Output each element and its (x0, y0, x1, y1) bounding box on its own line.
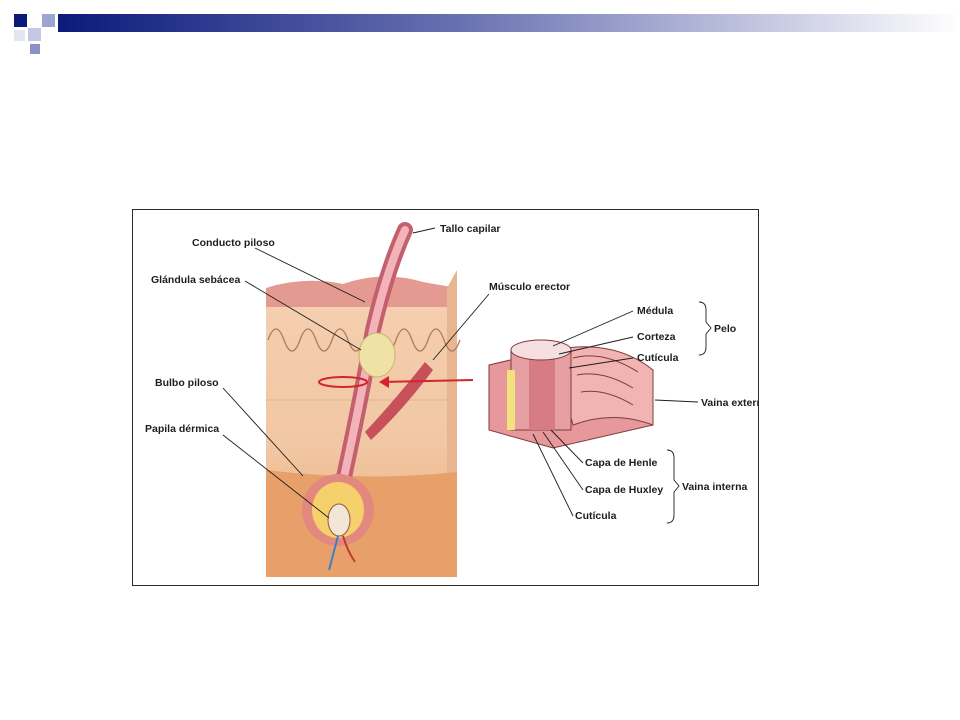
label-cuticula-pelo: Cutícula (637, 352, 679, 364)
dermal-papilla-shape (327, 503, 351, 537)
slide-top-decoration (14, 14, 960, 54)
section-arrow (380, 379, 474, 383)
leader-lines (222, 227, 712, 524)
label-conducto-piloso: Conducto piloso (192, 237, 275, 249)
label-papila-dermica: Papila dérmica (145, 423, 219, 435)
hair-follicle-figure: Tallo capilar Conducto piloso Glándula s… (132, 209, 759, 586)
header-square-faint (14, 30, 25, 41)
label-cuticula-vaina: Cutícula (575, 510, 617, 522)
label-tallo-capilar: Tallo capilar (440, 223, 501, 235)
hair-follicle (302, 222, 474, 571)
label-corteza: Corteza (637, 331, 676, 343)
sebaceous-gland (358, 332, 396, 378)
header-square-dark (14, 14, 27, 27)
hair-diagram-svg: Tallo capilar Conducto piloso Glándula s… (145, 222, 759, 577)
label-vaina-interna: Vaina interna (682, 481, 748, 493)
header-square-mid (42, 14, 55, 27)
label-capa-henle: Capa de Henle (585, 457, 658, 469)
label-vaina-externa: Vaina externa (701, 397, 759, 409)
cross-section (488, 339, 654, 449)
header-square-small (30, 44, 40, 54)
label-pelo: Pelo (714, 323, 736, 335)
label-medula: Médula (637, 305, 673, 317)
label-glandula-sebacea: Glándula sebácea (151, 274, 240, 286)
header-gradient-bar (58, 14, 960, 32)
label-musculo-erector: Músculo erector (489, 281, 570, 293)
header-square-light (28, 28, 41, 41)
section-ring (318, 376, 368, 388)
label-capa-huxley: Capa de Huxley (585, 484, 663, 496)
label-bulbo-piloso: Bulbo piloso (155, 377, 219, 389)
